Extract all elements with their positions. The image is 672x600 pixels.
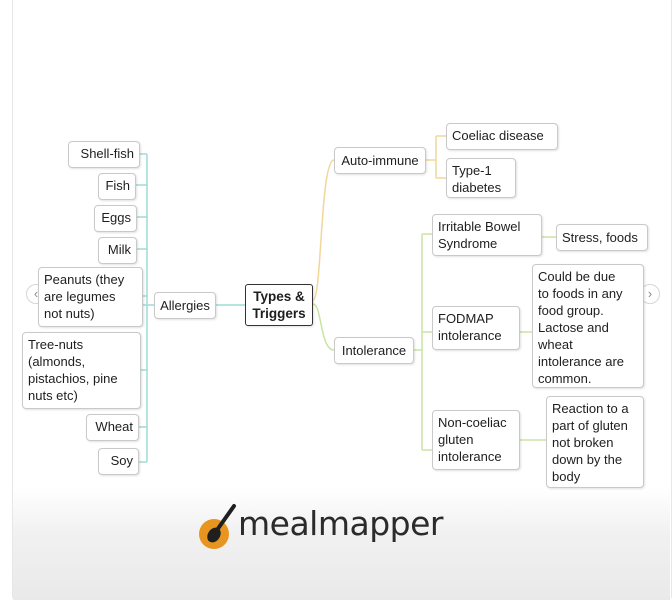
allergy-item: Shell-fish — [68, 141, 140, 168]
intolerance-item-fodmap: FODMAP intolerance — [432, 306, 520, 350]
spoon-logo-icon — [199, 504, 236, 549]
chevron-right-icon: › — [647, 286, 653, 301]
connector-root-intolerance — [312, 303, 335, 351]
intolerance-detail-ncgi: Reaction to a part of gluten not broken … — [546, 396, 644, 488]
allergy-item: Tree-nuts (almonds, pistachios, pine nut… — [22, 332, 141, 409]
autoimmune-item: Type-1 diabetes — [446, 158, 516, 198]
intolerance-detail-fodmap: Could be due to foods in any food group.… — [532, 264, 644, 388]
intolerance-branch: Intolerance — [334, 337, 414, 364]
footer-band — [13, 488, 670, 600]
allergy-item: Eggs — [94, 205, 137, 232]
root-node-types-triggers: Types & Triggers — [245, 284, 313, 326]
autoimmune-branch: Auto-immune — [334, 147, 426, 174]
logo-wordmark: mealmapper — [238, 504, 443, 543]
intolerance-item-ncgi: Non-coeliac gluten intolerance — [432, 410, 520, 470]
allergies-branch: Allergies — [154, 292, 216, 319]
allergy-item: Soy — [98, 448, 139, 475]
intolerance-item-ibs: Irritable Bowel Syndrome — [432, 214, 542, 256]
autoimmune-item: Coeliac disease — [446, 123, 558, 150]
connector-root-autoimmune — [312, 159, 335, 301]
allergy-item: Wheat — [86, 414, 139, 441]
allergy-item: Peanuts (they are legumes not nuts) — [38, 267, 143, 327]
allergy-item: Milk — [98, 237, 137, 264]
allergy-item: Fish — [98, 173, 136, 200]
mealmapper-logo: mealmapper — [194, 498, 444, 558]
intolerance-detail-ibs: Stress, foods — [556, 224, 648, 251]
chevron-left-icon: ‹ — [33, 286, 39, 301]
